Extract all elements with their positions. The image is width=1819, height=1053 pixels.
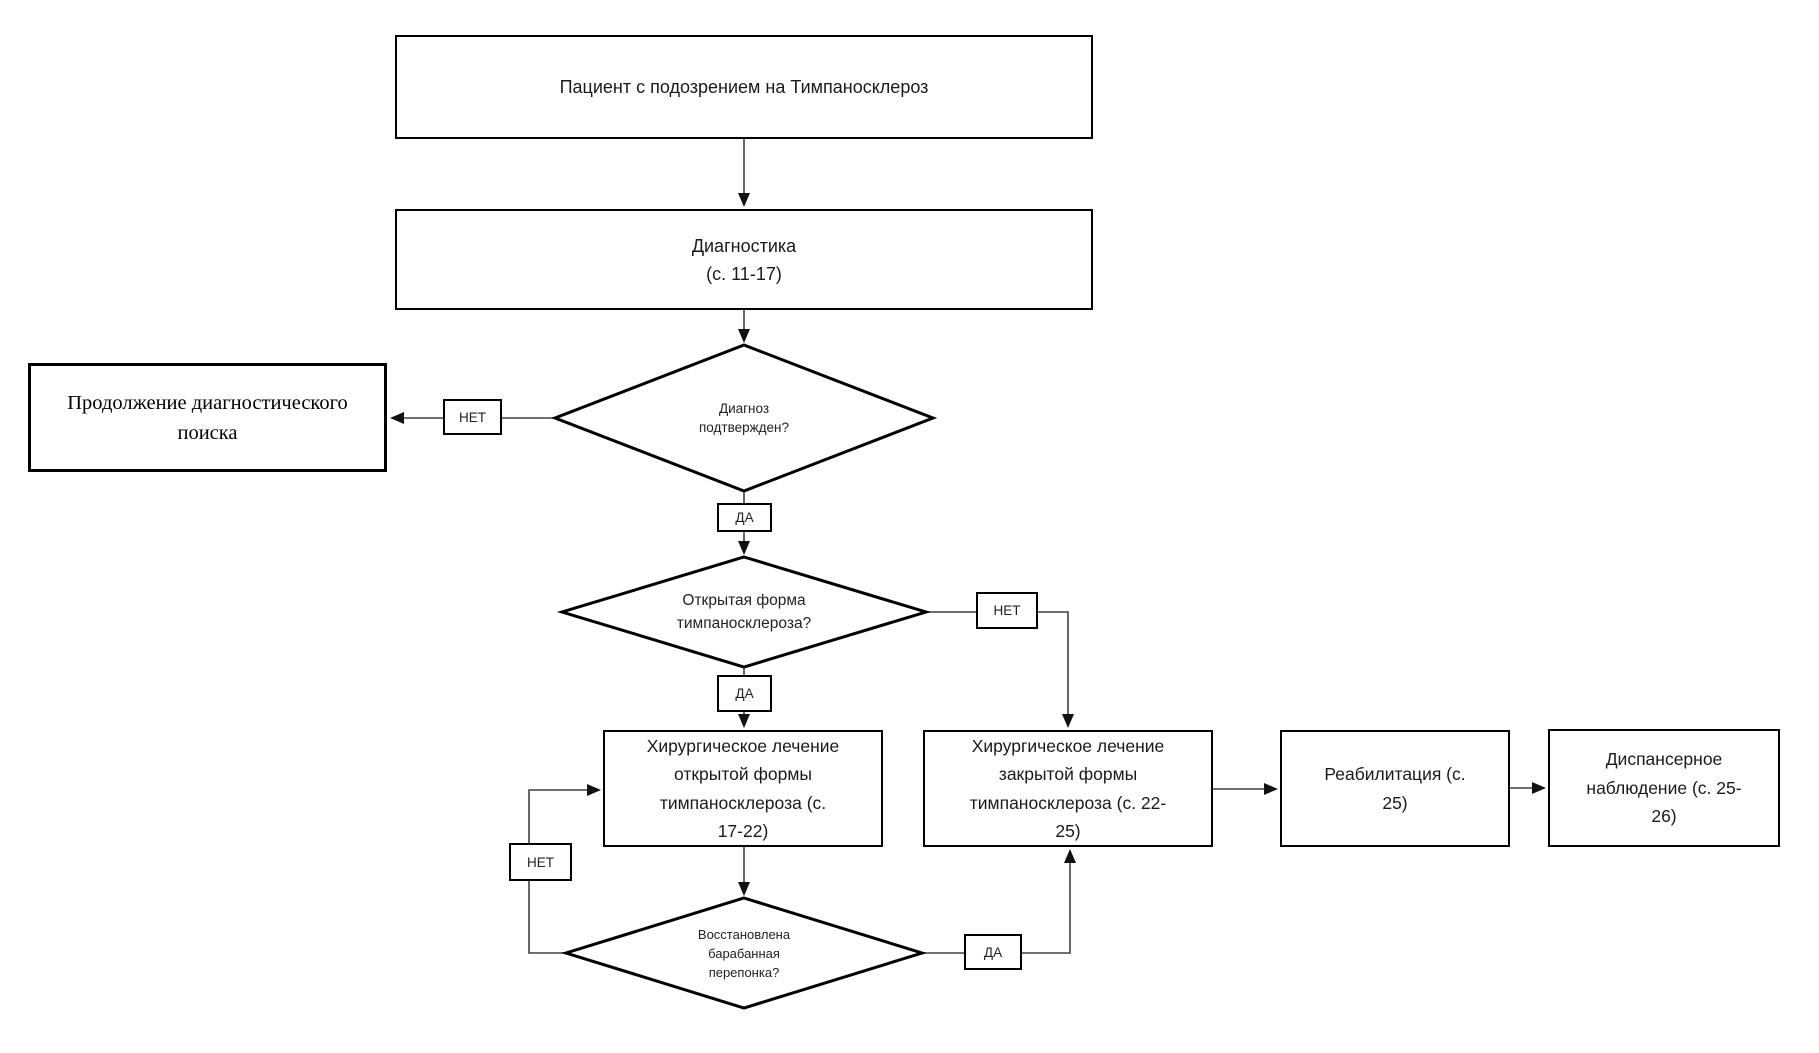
edge-label-yes-open-form: ДА — [717, 675, 772, 712]
node-continue-search: Продолжение диагностического поиска — [28, 363, 387, 472]
node-open-surgery: Хирургическое лечение открытой формы тим… — [603, 730, 883, 847]
edge-label-no-diagnosis: НЕТ — [443, 399, 502, 435]
node-dispensary: Диспансерное наблюдение (с. 25- 26) — [1548, 729, 1780, 847]
arrow-no-to-closed-surgery — [927, 611, 1074, 728]
decision-open-form-label: Открытая форма тимпаносклероза? — [676, 592, 812, 632]
decision-diagnosis-confirmed-shape — [550, 343, 938, 493]
edge-label-yes-diagnosis: ДА — [717, 503, 772, 532]
edge-label-no-open-form: НЕТ — [976, 592, 1038, 629]
decision-membrane-restored-shape — [560, 896, 928, 1010]
node-closed-surgery: Хирургическое лечение закрытой формы тим… — [923, 730, 1213, 847]
node-diagnostics: Диагностика (с. 11-17) — [395, 209, 1093, 310]
edge-label-yes-membrane: ДА — [964, 934, 1022, 970]
decision-membrane-restored-label: Восстановлена барабанная перепонка? — [697, 927, 791, 980]
node-rehab: Реабилитация (с. 25) — [1280, 730, 1510, 847]
decision-diagnosis-confirmed-label: Диагноз подтвержден? — [699, 401, 789, 435]
decision-shapes — [550, 343, 938, 1010]
node-patient: Пациент с подозрением на Тимпаносклероз — [395, 35, 1093, 139]
edge-label-no-membrane: НЕТ — [509, 843, 572, 881]
decision-open-form-shape — [556, 555, 932, 669]
